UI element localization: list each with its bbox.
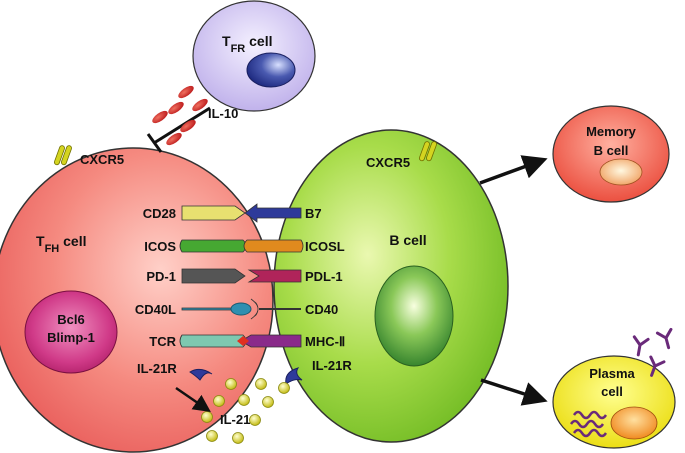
ligand-label-3: CD40 — [305, 302, 338, 317]
pair-4: TCR MHC-Ⅱ — [149, 334, 345, 349]
arrow-to-memory — [479, 155, 548, 185]
il21r-label-tfh: IL-21R — [137, 361, 177, 376]
ligand-label-4: MHC-Ⅱ — [305, 334, 345, 349]
ligand-2 — [247, 269, 302, 283]
tfr-nucleus — [246, 52, 296, 88]
receptor-2 — [181, 268, 246, 284]
ligand-1 — [243, 239, 304, 253]
nucleus-label-blimp1: Blimp-1 — [47, 330, 95, 345]
il21r-receptor-tfh — [189, 368, 213, 381]
ligand-label-1: ICOSL — [305, 239, 345, 254]
plasma-label-line1: Plasma — [589, 366, 635, 381]
b-cell-label: B cell — [389, 232, 426, 248]
il21-secretion-arrow — [175, 386, 211, 412]
arrow-to-plasma — [480, 378, 548, 406]
antibody-icons — [632, 327, 673, 377]
antibody-icon — [649, 355, 666, 377]
ligand-label-2: PDL-1 — [305, 269, 343, 284]
receptor-1 — [179, 239, 247, 253]
plasma-nucleus — [610, 406, 658, 440]
ligand-3 — [250, 298, 259, 320]
il10-molecules — [152, 85, 208, 146]
cxcr5-label-b: CXCR5 — [366, 155, 410, 170]
tfr-cell-label: TFR cell — [222, 33, 272, 55]
cxcr5-receptor-b — [419, 141, 437, 162]
cxcr5-receptor-tfh — [54, 145, 72, 166]
receptor-label-0: CD28 — [143, 206, 176, 221]
antibody-icon — [632, 335, 650, 357]
tfh-cell-label: TFH cell — [36, 233, 86, 255]
il21-label: IL-21 — [220, 412, 250, 427]
tfh-cell: Bcl6 Blimp-1 TFH cell — [0, 147, 274, 453]
pair-1: ICOS ICOSL — [144, 239, 345, 254]
b-cell-nucleus — [374, 265, 454, 367]
memory-label-line1: Memory — [586, 124, 637, 139]
receptor-4 — [179, 334, 247, 348]
antibody-icon — [655, 327, 673, 350]
memory-b-cell: Memory B cell — [552, 105, 670, 203]
il10-inhibition — [146, 106, 211, 153]
b-cell: B cell — [273, 129, 509, 443]
plasma-er — [569, 410, 608, 438]
nucleus-label-bcl6: Bcl6 — [57, 312, 84, 327]
il21r-receptor-b — [285, 367, 303, 385]
receptor-label-3: CD40L — [135, 302, 176, 317]
tfh-nucleus — [24, 290, 118, 374]
pair-0: CD28 B7 — [143, 203, 322, 223]
antigen-peptide — [237, 336, 249, 346]
plasma-label-line2: cell — [601, 384, 623, 399]
pair-3: CD40L CD40 — [135, 298, 338, 320]
receptor-label-1: ICOS — [144, 239, 176, 254]
receptor-0 — [181, 205, 246, 221]
plasma-cell: Plasma cell — [552, 355, 676, 449]
il21-molecules — [201, 378, 290, 444]
tfr-cell: TFR cell — [192, 0, 316, 112]
receptor-label-2: PD-1 — [146, 269, 176, 284]
receptor-label-4: TCR — [149, 334, 176, 349]
ligand-4 — [240, 334, 302, 348]
il21r-label-b: IL-21R — [312, 358, 352, 373]
ligand-label-0: B7 — [305, 206, 322, 221]
il10-label: IL-10 — [208, 106, 238, 121]
memory-label-line2: B cell — [594, 143, 629, 158]
memory-nucleus — [599, 158, 643, 186]
cxcr5-label-tfh: CXCR5 — [80, 152, 124, 167]
receptor-head-3 — [230, 302, 252, 316]
pair-2: PD-1 PDL-1 — [146, 268, 343, 284]
ligand-0 — [244, 203, 302, 223]
receptor-3 — [181, 307, 232, 311]
